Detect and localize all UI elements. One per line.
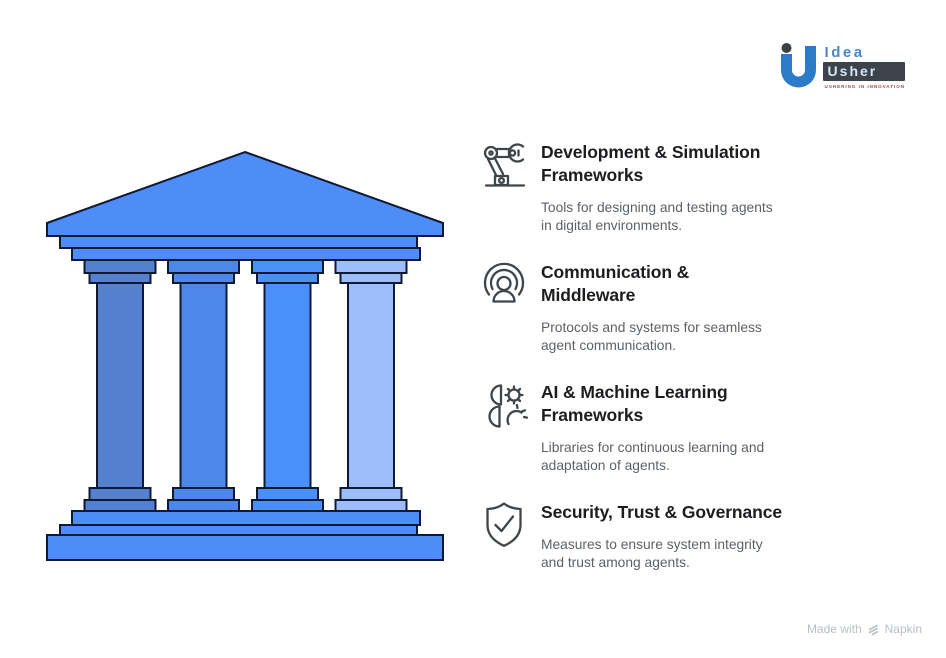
list-item: Communication & Middleware Protocols and… [478,258,809,355]
temple-pillar-3 [251,259,324,512]
idea-usher-logo: Idea Usher USHERING IN INNOVATION [779,42,905,90]
temple-step-bottom [46,534,444,561]
temple-pediment [46,150,444,237]
logo-brand-top: Idea [824,44,865,61]
item-description: Measures to ensure system integrity and … [541,537,763,570]
temple-pillar-2 [167,259,240,512]
item-description: Tools for designing and testing agents i… [541,200,773,233]
item-title: Security, Trust & Governance [541,502,782,522]
item-description: Protocols and systems for seamless agent… [541,320,762,353]
item-title: AI & Machine Learning Frameworks [541,382,728,425]
temple-structure [46,150,444,561]
list-item: Development & Simulation Frameworks Tool… [478,138,809,235]
temple-frieze [71,247,421,261]
made-with-napkin-credit[interactable]: Made with Napkin [807,622,922,636]
temple-pillar-4 [334,259,408,512]
item-title: Development & Simulation Frameworks [541,142,761,185]
made-with-label: Made with [806,622,862,636]
list-item: AI & Machine Learning Frameworks Librari… [478,378,809,475]
list-item: Security, Trust & Governance Measures to… [478,498,809,572]
temple-step-top [71,510,421,526]
temple-step-middle [59,524,418,536]
idea-usher-u-icon [780,43,816,88]
napkin-brand-label: Napkin [884,622,922,636]
temple-illustration [46,150,444,561]
logo-tagline: USHERING IN INNOVATION [824,84,905,89]
temple-pillar-1 [83,259,157,512]
item-title: Communication & Middleware [541,262,690,305]
head-gears-icon [488,384,529,428]
shield-check-icon [486,502,522,547]
napkin-logo-icon [868,624,878,635]
broadcast-person-icon [483,262,525,303]
item-description: Libraries for continuous learning and ad… [541,440,765,473]
robot-arm-icon [483,143,526,187]
temple-architrave [59,235,418,249]
logo-brand-bottom: Usher [822,62,905,81]
